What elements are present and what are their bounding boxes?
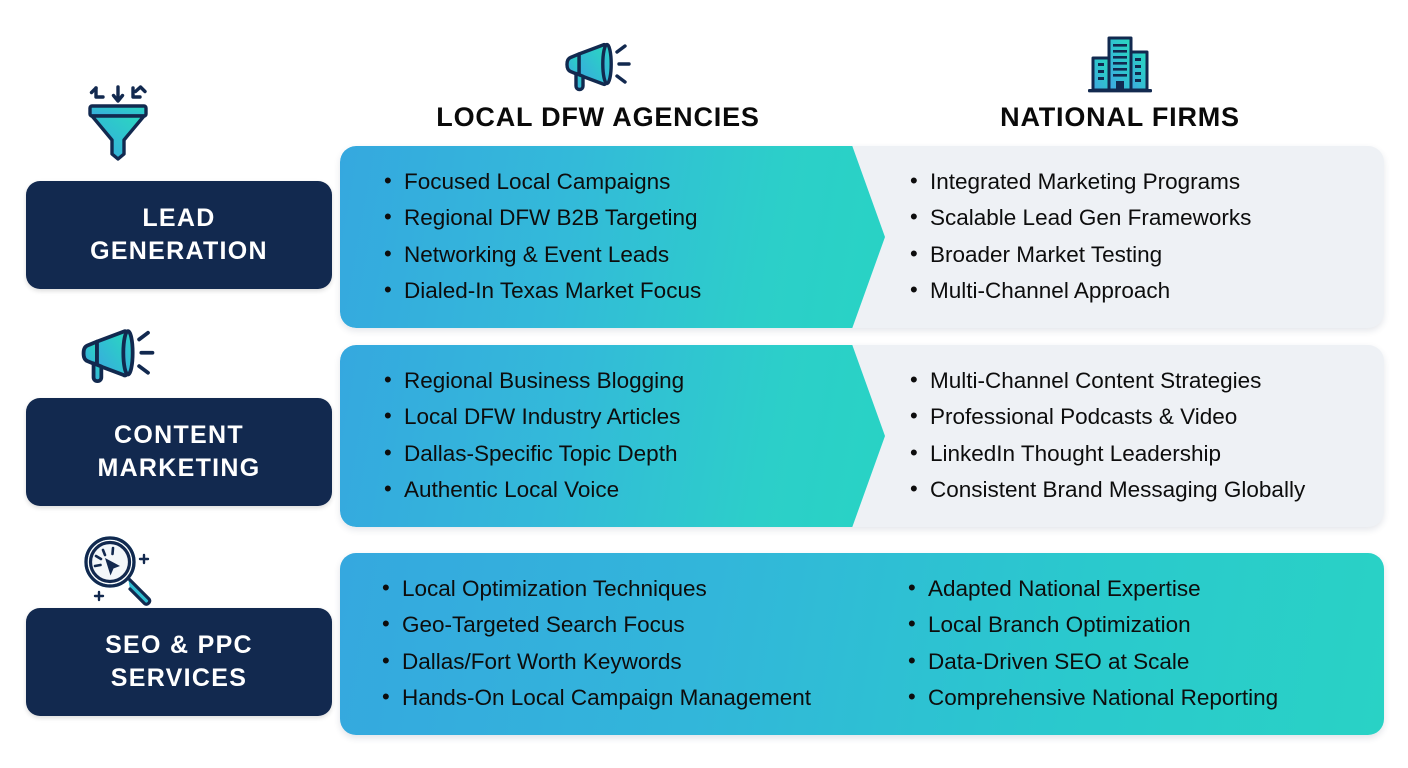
list-item: Data-Driven SEO at Scale <box>908 643 1278 680</box>
magnifier-cursor-icon <box>28 524 208 610</box>
list-item: Comprehensive National Reporting <box>908 679 1278 716</box>
list-item: Consistent Brand Messaging Globally <box>910 471 1305 508</box>
list-item: Regional DFW B2B Targeting <box>384 200 701 237</box>
local-bullet-list: Focused Local Campaigns Regional DFW B2B… <box>384 163 701 310</box>
list-item: Authentic Local Voice <box>384 471 684 508</box>
column-header-local: LOCAL DFW AGENCIES <box>388 18 808 133</box>
row-label-line-2: GENERATION <box>90 237 268 265</box>
row-label-line-1: CONTENT <box>114 421 244 449</box>
row-label-line-1: LEAD <box>142 204 216 232</box>
list-item: Focused Local Campaigns <box>384 163 701 200</box>
national-bullet-list: Adapted National Expertise Local Branch … <box>908 570 1278 717</box>
local-bullet-list: Regional Business Blogging Local DFW Ind… <box>384 362 684 509</box>
list-item: Local DFW Industry Articles <box>384 399 684 436</box>
list-item: Dallas-Specific Topic Depth <box>384 435 684 472</box>
list-item: Multi-Channel Content Strategies <box>910 362 1305 399</box>
list-item: Regional Business Blogging <box>384 362 684 399</box>
column-title: NATIONAL FIRMS <box>1000 102 1240 132</box>
list-item: Adapted National Expertise <box>908 570 1278 607</box>
list-item: Broader Market Testing <box>910 236 1251 273</box>
row-label-line-1: SEO & PPC <box>105 631 253 659</box>
list-item: Dallas/Fort Worth Keywords <box>382 643 811 680</box>
national-bullet-list: Multi-Channel Content Strategies Profess… <box>910 362 1305 509</box>
row-label-line-2: SERVICES <box>110 664 248 692</box>
funnel-icon <box>28 78 208 164</box>
list-item: Professional Podcasts & Video <box>910 399 1305 436</box>
list-item: Networking & Event Leads <box>384 236 701 273</box>
list-item: Local Optimization Techniques <box>382 570 811 607</box>
comparison-row-lead-generation: Focused Local Campaigns Regional DFW B2B… <box>340 146 1384 328</box>
list-item: Integrated Marketing Programs <box>910 163 1251 200</box>
national-bullet-list: Integrated Marketing Programs Scalable L… <box>910 163 1251 310</box>
comparison-row-content-marketing: Regional Business Blogging Local DFW Ind… <box>340 345 1384 527</box>
list-item: LinkedIn Thought Leadership <box>910 435 1305 472</box>
list-item: Dialed-In Texas Market Focus <box>384 272 701 309</box>
local-bullet-list: Local Optimization Techniques Geo-Target… <box>382 570 811 717</box>
row-label-line-2: MARKETING <box>97 454 261 482</box>
row-label-content-marketing[interactable]: CONTENT MARKETING <box>26 398 332 506</box>
list-item: Multi-Channel Approach <box>910 272 1251 309</box>
list-item: Local Branch Optimization <box>908 607 1278 644</box>
buildings-icon <box>910 18 1330 98</box>
column-title: LOCAL DFW AGENCIES <box>436 102 760 132</box>
megaphone-icon <box>388 18 808 98</box>
row-label-lead-generation[interactable]: LEAD GENERATION <box>26 181 332 289</box>
list-item: Hands-On Local Campaign Management <box>382 679 811 716</box>
comparison-row-seo-ppc-services: Local Optimization Techniques Geo-Target… <box>340 553 1384 735</box>
column-header-national: NATIONAL FIRMS <box>910 18 1330 133</box>
list-item: Geo-Targeted Search Focus <box>382 607 811 644</box>
list-item: Scalable Lead Gen Frameworks <box>910 200 1251 237</box>
row-label-seo-ppc-services[interactable]: SEO & PPC SERVICES <box>26 608 332 716</box>
megaphone-icon <box>28 312 208 398</box>
